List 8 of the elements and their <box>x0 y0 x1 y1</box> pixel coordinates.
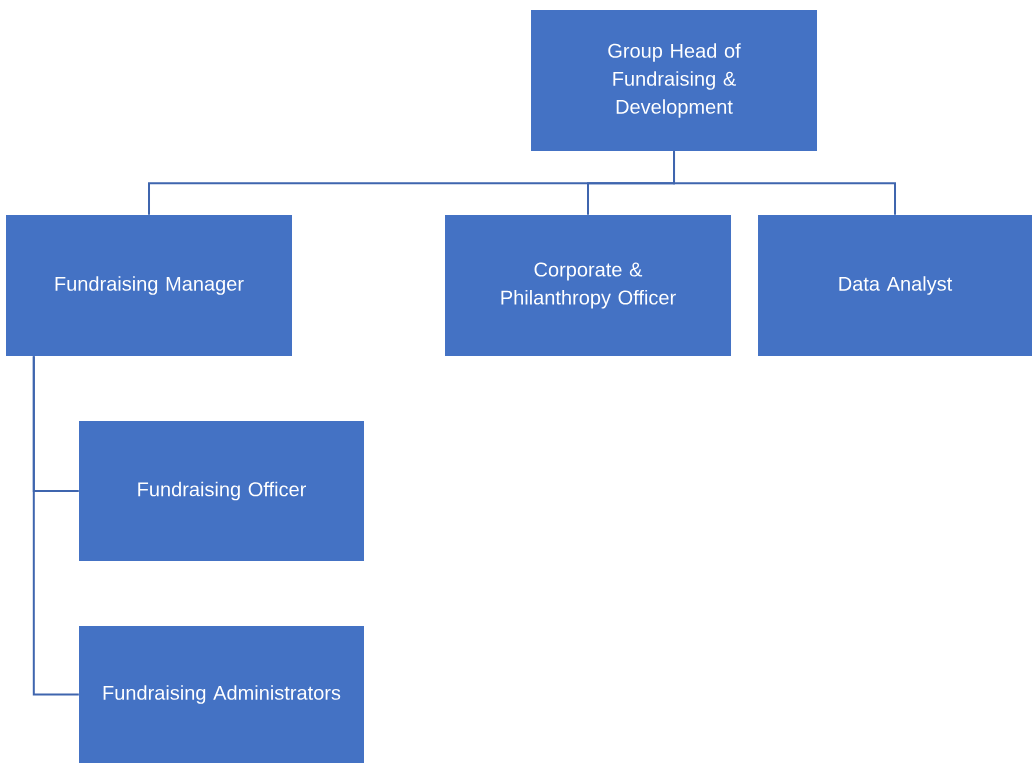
position-box: Group Head of Fundraising & Development <box>531 10 817 151</box>
position-box: Fundraising Manager <box>6 215 292 356</box>
position-box: Data Analyst <box>758 215 1032 356</box>
connector-line <box>32 355 80 696</box>
position-box: Corporate & Philanthropy Officer <box>445 215 731 356</box>
position-box: Fundraising Officer <box>79 421 364 561</box>
connector-line <box>673 150 896 216</box>
position-box: Fundraising Administrators <box>79 626 364 763</box>
